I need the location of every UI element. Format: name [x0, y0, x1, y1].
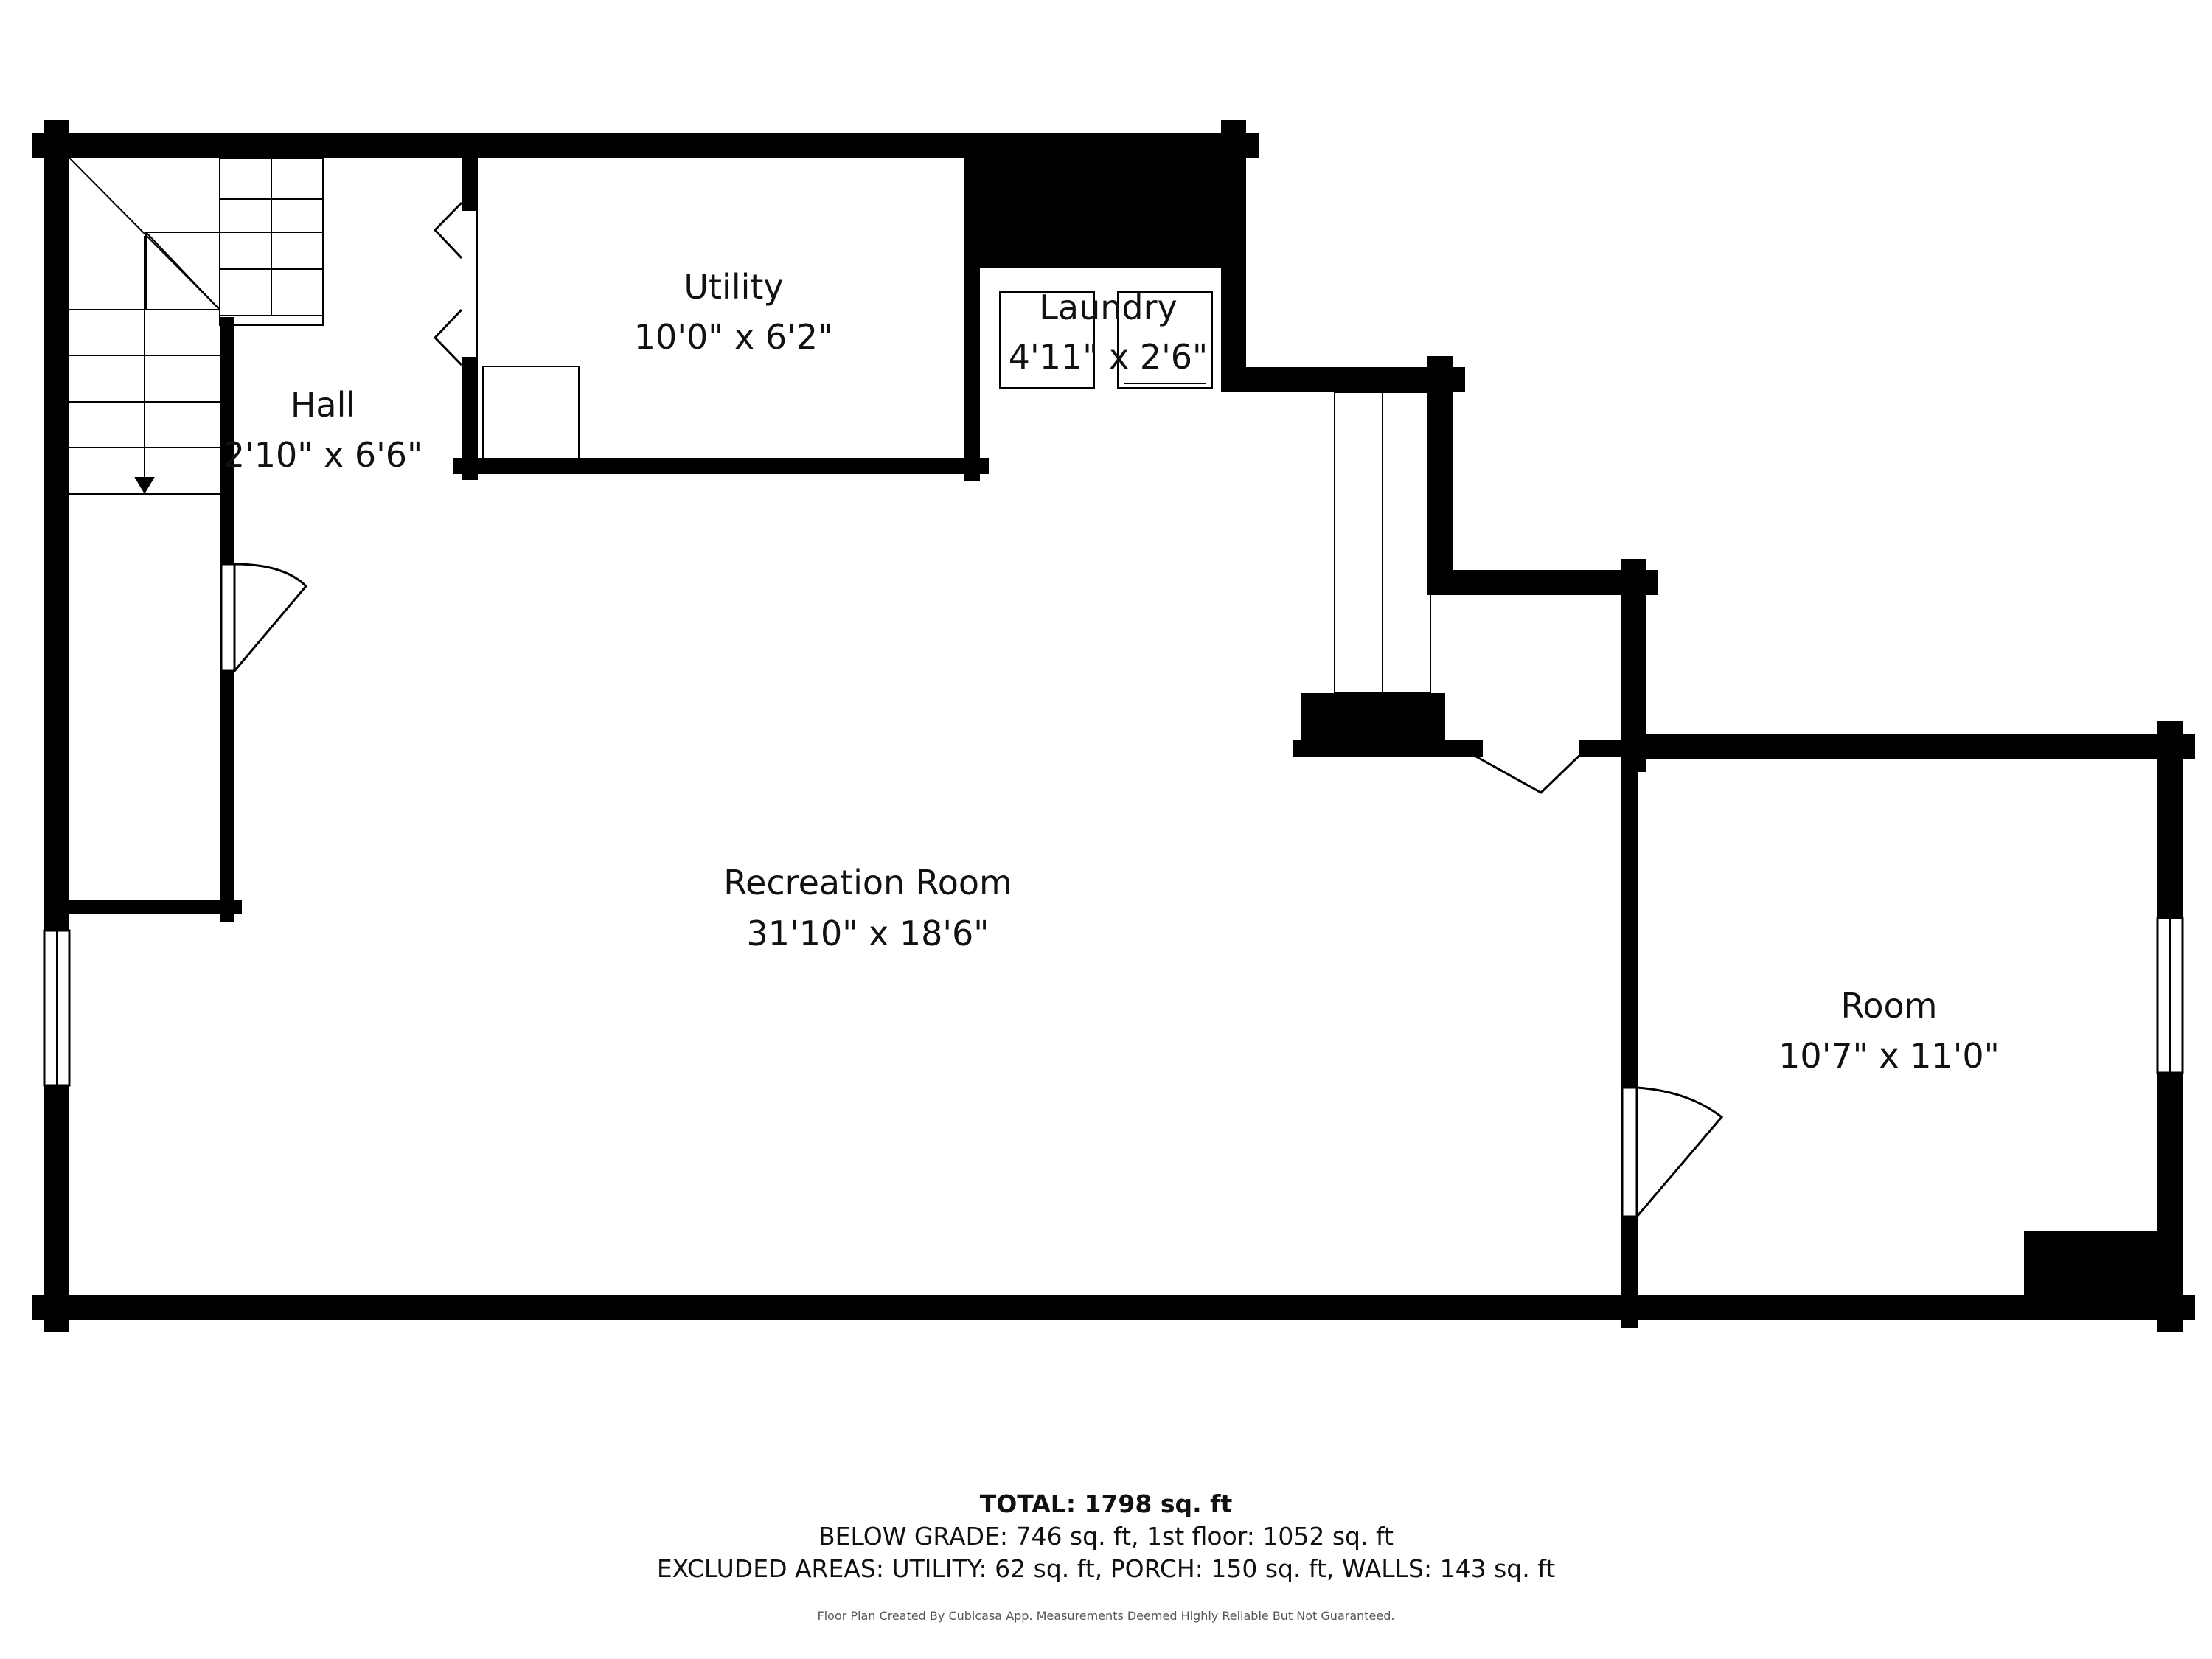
room-label-laundry: Laundry: [1039, 288, 1177, 327]
room-dims-laundry: 4'11" x 2'6": [1009, 337, 1208, 377]
stairs: [69, 157, 1431, 694]
room-label-room: Room: [1841, 986, 1938, 1026]
room-label-recreation: Recreation Room: [723, 863, 1012, 902]
utility-appliance: [482, 366, 580, 459]
door-closet-swing: [1474, 747, 1588, 794]
room-labels: Hall 2'10" x 6'6" Utility 10'0" x 6'2" L…: [223, 267, 2000, 1076]
stair-arrow-head: [134, 477, 155, 494]
footer-total: TOTAL: 1798 sq. ft: [979, 1489, 1233, 1518]
footer-below-grade: BELOW GRADE: 746 sq. ft, 1st floor: 1052…: [818, 1522, 1394, 1551]
door-hall-swing: [233, 563, 308, 672]
laundry-washer: [999, 291, 1095, 389]
room-dims-recreation: 31'10" x 18'6": [747, 914, 990, 953]
room-dims-utility: 10'0" x 6'2": [634, 317, 833, 357]
door-hall-leaf: [220, 563, 236, 672]
fixtures: [482, 291, 1213, 459]
room-label-utility: Utility: [684, 267, 783, 307]
door-utility-bifold-top: [433, 201, 463, 260]
windows: [43, 917, 2184, 1087]
room-dims-hall: 2'10" x 6'6": [223, 435, 422, 475]
door-room-swing: [1635, 1086, 1724, 1217]
door-utility-bifold-bottom: [433, 308, 463, 366]
doors: [220, 201, 1724, 1218]
footer-excluded-areas: EXCLUDED AREAS: UTILITY: 62 sq. ft, PORC…: [656, 1554, 1556, 1583]
laundry-dryer: [1117, 291, 1213, 389]
stair-winder-diag2: [145, 232, 220, 310]
footer-credit: Floor Plan Created By Cubicasa App. Meas…: [817, 1609, 1395, 1623]
room-dims-room: 10'7" x 11'0": [1778, 1036, 2000, 1076]
room-label-hall: Hall: [291, 385, 355, 425]
door-room-leaf: [1621, 1086, 1638, 1218]
